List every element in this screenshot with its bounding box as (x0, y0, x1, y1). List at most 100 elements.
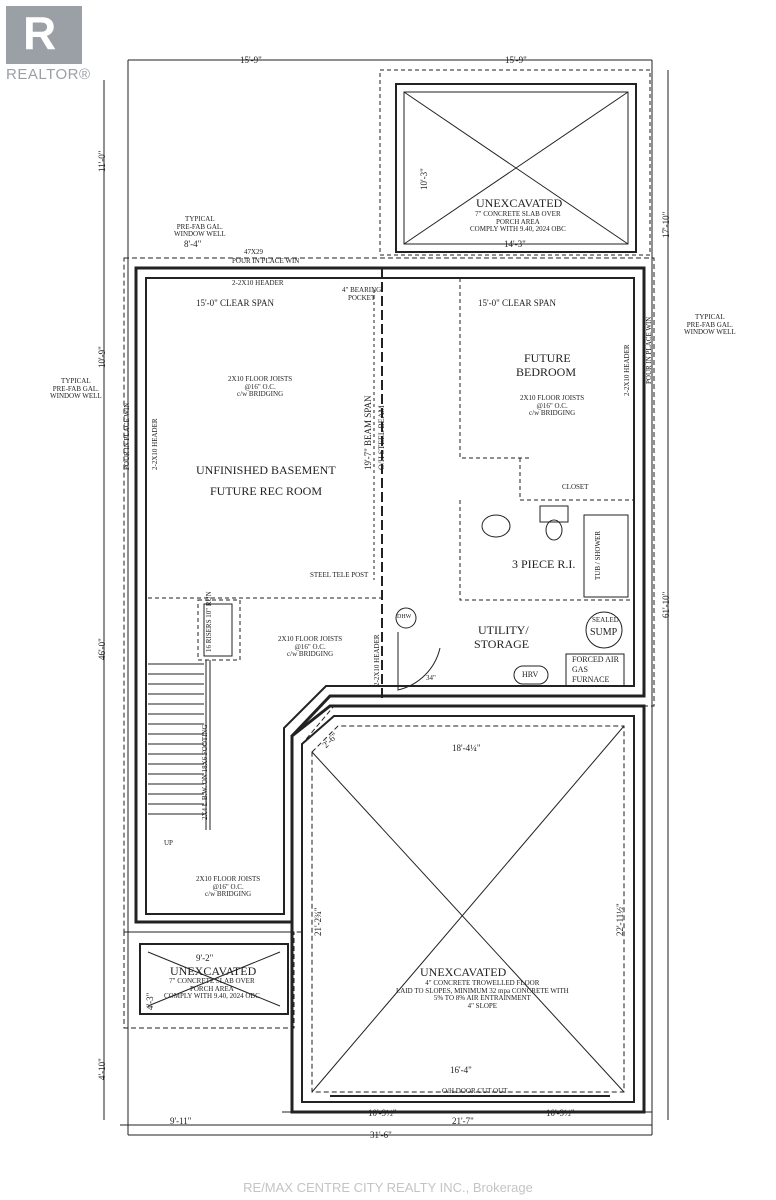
dim-garage-right: 22'-11½" (615, 903, 625, 936)
dim-beam-span: 19'-7" BEAM SPAN (363, 395, 373, 470)
furnace-label-2: GAS (572, 665, 589, 674)
garage-note-line: 4" CONCRETE TROWELLED FLOOR (425, 979, 540, 987)
unexcavated-porch-label: UNEXCAVATED (476, 196, 563, 210)
header-note-left: 2-2X10 HEADER (151, 418, 159, 470)
porch-slab-note-line: COMPLY WITH 9.40, 2024 OBC (470, 225, 566, 234)
dim-small-porch-width: 9'-2" (196, 953, 214, 963)
joists-note-line: c/w BRIDGING (237, 390, 284, 399)
dhw-label: DHW (397, 614, 412, 620)
room-utility-subtitle: STORAGE (474, 637, 530, 651)
window-size-top: 47X29 (244, 248, 264, 256)
dim-bottom-seg2: 10'-9½" (546, 1108, 575, 1118)
dim-clear-span-left: 15'-0" CLEAR SPAN (196, 298, 274, 308)
dim-garage-width: 18'-4¼" (452, 743, 481, 753)
window-well-note-top: TYPICAL PRE-FAB GAL. WINDOW WELL (174, 215, 226, 239)
garage-note-line: 5% TO 8% AIR ENTRAINMENT (433, 994, 531, 1003)
joists-note-line: @16" O.C. (536, 401, 568, 410)
small-porch-note-line: 7" CONCRETE SLAB OVER (169, 977, 255, 985)
joists-note-line: @16" O.C. (294, 642, 326, 651)
dim-top-right: 15'-9" (505, 55, 527, 65)
dim-porch-width: 14'-3" (504, 239, 526, 249)
dim-left-top: 11'-0" (97, 150, 107, 172)
door-width-label: 34" (426, 674, 436, 682)
joists-note-main: 2X10 FLOOR JOISTS @16" O.C. c/w BRIDGING (228, 375, 293, 399)
dim-clear-span-right: 15'-0" CLEAR SPAN (478, 298, 556, 308)
small-porch-slab-note: 7" CONCRETE SLAB OVER PORCH AREA COMPLY … (164, 977, 260, 1001)
steel-beam-note: O/H STEEL BEAM (377, 405, 386, 470)
dim-garage-door: 16'-4" (450, 1065, 472, 1075)
stair-risers-note: 16 RISERS 10" RUN (205, 591, 214, 652)
joists-note-line: c/w BRIDGING (529, 409, 576, 418)
stair-risers-line: 16 RISERS (205, 619, 213, 652)
stair-wall-note: 2X4 L.B.W. ON 18X6 FOOTING (201, 724, 209, 820)
garage-floor-note: 4" CONCRETE TROWELLED FLOOR LAID TO SLOP… (396, 979, 569, 1011)
porch-slab-note-line: 7" CONCRETE SLAB OVER (475, 210, 561, 218)
window-well-note-right: TYPICAL PRE-FAB GAL. WINDOW WELL (684, 313, 736, 337)
dim-right-total: 61'-10" (661, 591, 671, 618)
header-note-utility: 2-2X10 HEADER (373, 634, 381, 686)
door-cutout-note: O/H DOOR CUT OUT (442, 1087, 508, 1095)
window-note-top: POUR IN PLACE WIN (232, 257, 300, 265)
garage-note-line: 4" SLOPE (467, 1002, 498, 1011)
joists-note-line: 2X10 FLOOR JOISTS (278, 635, 343, 643)
realtor-logo-icon: R (6, 6, 82, 64)
joists-note-lower: 2X10 FLOOR JOISTS @16" O.C. c/w BRIDGING (196, 875, 260, 899)
window-well-note-left: TYPICAL PRE-FAB GAL. WINDOW WELL (50, 377, 102, 401)
dim-window-offset: 8'-4" (184, 239, 202, 249)
joists-note-line: @16" O.C. (244, 382, 276, 391)
realtor-logo: R REALTOR® (6, 6, 90, 90)
joists-note-line: c/w BRIDGING (205, 890, 252, 899)
room-closet-label: CLOSET (562, 483, 589, 491)
joists-note-line: @16" O.C. (212, 882, 244, 891)
dim-left-main: 46'-0" (97, 638, 107, 660)
small-porch-note-line: COMPLY WITH 9.40, 2024 OBC (164, 992, 260, 1001)
window-well-note-line: PRE-FAB GAL. (52, 384, 99, 393)
window-well-note-line: TYPICAL (61, 377, 91, 385)
tele-post-note: STEEL TELE POST (310, 571, 369, 579)
garage-note-line: LAID TO SLOPES, MINIMUM 32 mpa CONCRETE … (396, 986, 569, 995)
joists-note-line: 2X10 FLOOR JOISTS (520, 394, 585, 402)
room-tub-label: TUB / SHOWER (594, 531, 602, 580)
window-note-left: POUR IN PLACE WIN (123, 402, 131, 470)
joists-note-line: 2X10 FLOOR JOISTS (228, 375, 293, 383)
window-well-note-line: TYPICAL (695, 313, 725, 321)
dim-bottom-seg1: 10'-9½" (368, 1108, 397, 1118)
window-well-note-line: PRE-FAB GAL. (176, 222, 223, 231)
dim-bottom-left: 9'-11" (170, 1116, 192, 1126)
room-basement-title: UNFINISHED BASEMENT (196, 463, 336, 477)
sump-label-2: SUMP (590, 627, 618, 638)
header-note-right: 2-2X10 HEADER (623, 344, 631, 396)
header-note-top: 2-2X10 HEADER (232, 279, 284, 287)
dim-bottom-total: 31'-6" (370, 1130, 392, 1140)
dim-right-top: 17'-10" (661, 211, 671, 238)
room-basement-subtitle: FUTURE REC ROOM (210, 484, 323, 498)
unexcavated-small-porch-label: UNEXCAVATED (170, 964, 257, 978)
room-bath-label: 3 PIECE R.I. (512, 557, 576, 571)
room-bedroom-subtitle: BEDROOM (516, 365, 577, 379)
porch-slab-note-line: PORCH AREA (495, 217, 540, 226)
window-well-note-line: WINDOW WELL (50, 392, 102, 401)
dim-small-porch-depth: 4'-3" (145, 992, 155, 1010)
porch-slab-note: 7" CONCRETE SLAB OVER PORCH AREA COMPLY … (470, 210, 566, 234)
bearing-note-line: POCKET (347, 293, 376, 302)
dim-bottom-mid: 21'-7" (452, 1116, 474, 1126)
window-well-note-line: WINDOW WELL (684, 328, 736, 337)
sump-label-1: SEALED (592, 616, 619, 624)
bearing-pocket-note: 4" BEARING POCKET (342, 286, 382, 302)
joists-note-bedroom: 2X10 FLOOR JOISTS @16" O.C. c/w BRIDGING (520, 394, 585, 418)
stair-run-line: 10" RUN (205, 591, 213, 618)
realtor-logo-text: REALTOR® (6, 66, 91, 83)
furnace-label-1: FORCED AIR (572, 655, 619, 664)
window-note-right: POUR IN PLACE WIN (645, 316, 653, 384)
window-well-note-line: WINDOW WELL (174, 230, 226, 239)
dim-left-bottom: 4'-10" (97, 1058, 107, 1080)
unexcavated-garage-label: UNEXCAVATED (420, 965, 507, 979)
dim-porch-depth: 10'-3" (419, 168, 429, 190)
room-utility-title: UTILITY/ (478, 623, 529, 637)
hrv-label: HRV (522, 670, 539, 679)
bearing-note-line: 4" BEARING (342, 286, 382, 294)
dim-garage-left: 21'-2¾" (313, 907, 323, 936)
furnace-label-3: FURNACE (572, 675, 610, 684)
dim-top-left: 15'-9" (240, 55, 262, 65)
